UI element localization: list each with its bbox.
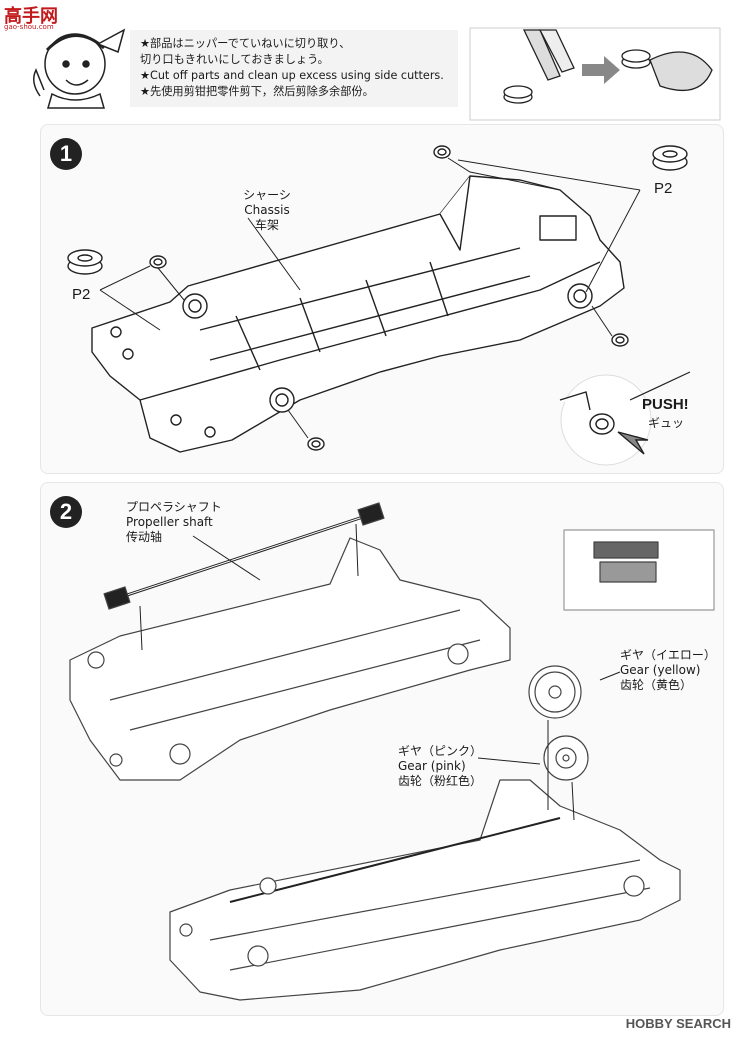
part-label-p2-left: P2 — [72, 286, 91, 303]
tip-box: ★部品はニッパーでていねいに切り取り、 切り口もきれいにしておきましょう。 ★C… — [130, 30, 458, 107]
site-logo: 高手网 — [4, 6, 58, 27]
gear-yellow-label-cn: 齿轮（黄色） — [620, 678, 693, 692]
gear-yellow-label-en: Gear (yellow) — [620, 663, 701, 677]
step-2-panel — [40, 482, 724, 1016]
chassis-label-en: Chassis — [244, 203, 290, 217]
shaft-label-en: Propeller shaft — [126, 515, 213, 529]
gear-pink-label-en: Gear (pink) — [398, 759, 466, 773]
hobby-search-watermark: HOBBY SEARCH — [625, 1016, 731, 1031]
chassis-label-jp: シャーシ — [243, 188, 291, 202]
shaft-label-cn: 传动轴 — [126, 530, 163, 544]
tip-line-en: ★Cut off parts and clean up excess using… — [140, 69, 444, 82]
tip-line-cn: ★先使用剪钳把零件剪下，然后剪除多余部份。 — [140, 85, 374, 98]
shaft-label-jp: プロペラシャフト — [126, 500, 222, 514]
push-label-jp: ギュッ — [648, 416, 685, 430]
step-1-number: 1 — [50, 138, 82, 170]
gear-pink-label-cn: 齿轮（粉红色） — [398, 774, 483, 788]
step-1-panel — [40, 124, 724, 474]
gear-yellow-label-jp: ギヤ（イエロー） — [620, 648, 716, 662]
tip-line-jp2: 切り口もきれいにしておきましょう。 — [140, 53, 329, 66]
chassis-label-cn: 车架 — [254, 218, 279, 232]
gear-pink-label-jp: ギヤ（ピンク） — [398, 744, 483, 758]
step-2-number: 2 — [50, 496, 82, 528]
push-label-en: PUSH! — [642, 396, 689, 413]
part-label-p2-right: P2 — [654, 180, 673, 197]
site-logo-url: gao-shou.com — [4, 23, 54, 31]
tip-line-jp1: ★部品はニッパーでていねいに切り取り、 — [140, 37, 351, 50]
